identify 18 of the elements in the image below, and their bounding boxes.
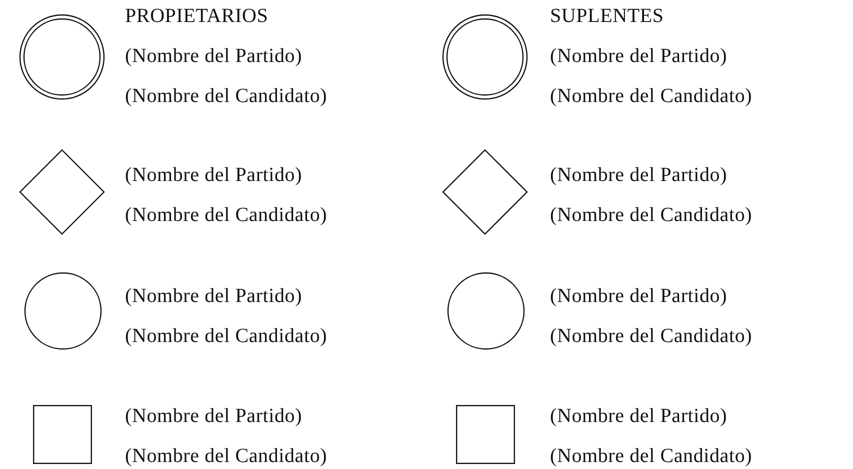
candidate-name-text: (Nombre del Candidato) (125, 204, 328, 227)
candidate-name-text: (Nombre del Candidato) (125, 445, 328, 468)
column-heading: PROPIETARIOS (125, 5, 268, 28)
party-name-text: (Nombre del Partido) (550, 405, 728, 428)
party-name-text: (Nombre del Partido) (550, 45, 728, 68)
candidate-name-text: (Nombre del Candidato) (125, 325, 328, 348)
candidate-name-text: (Nombre del Candidato) (550, 85, 752, 108)
party-name-text: (Nombre del Partido) (125, 164, 302, 187)
candidate-name-text: (Nombre del Candidato) (125, 85, 328, 108)
party-name-text: (Nombre del Partido) (550, 285, 728, 308)
candidate-name-text: (Nombre del Candidato) (550, 325, 752, 348)
party-name-text: (Nombre del Partido) (550, 164, 728, 187)
party-name-text: (Nombre del Partido) (125, 405, 302, 428)
candidate-name-text: (Nombre del Candidato) (550, 445, 752, 468)
candidate-name-text: (Nombre del Candidato) (550, 204, 752, 227)
party-name-text: (Nombre del Partido) (125, 285, 302, 308)
column-heading: SUPLENTES (550, 5, 664, 28)
party-name-text: (Nombre del Partido) (125, 45, 302, 68)
